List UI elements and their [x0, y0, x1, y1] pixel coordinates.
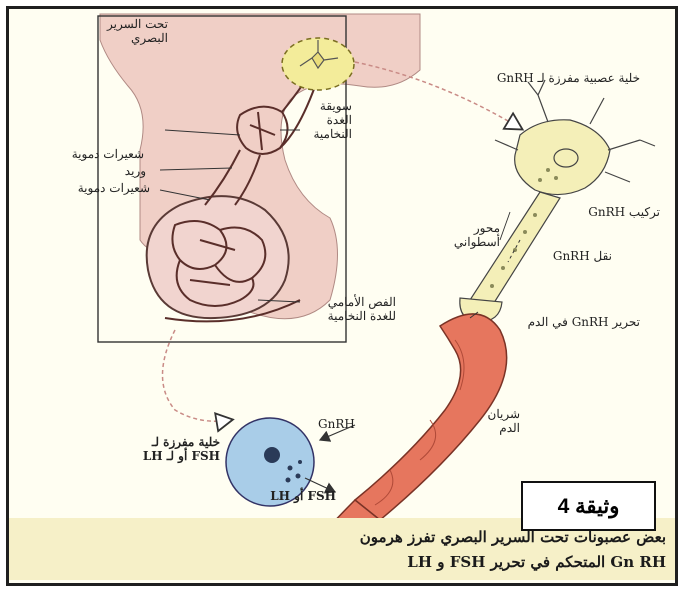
label-gnrh-transport: نقل GnRH — [512, 250, 612, 264]
label-neurosecretory-cell: خلية عصبية مفرزة لـ GnRH — [440, 72, 640, 86]
label-gnrh-release: تحرير GnRH في الدم — [480, 316, 640, 330]
caption-line-2: Gn RH المتحكم في تحرير FSH و LH — [407, 553, 666, 571]
label-gnrh-arrow: GnRH — [318, 418, 368, 432]
label-anterior-pituitary: الفص الأمامي للغدة النخامية — [296, 296, 396, 324]
label-blood-vessel: شريان الدم — [460, 408, 520, 436]
label-axon: محور أسطواني — [430, 222, 500, 250]
neuron-cell-body — [515, 120, 610, 195]
pituitary-cell-nucleus — [264, 447, 280, 463]
pituitary-to-cell-arrow — [163, 330, 231, 421]
label-vein: وريد — [96, 165, 146, 179]
label-gnrh-synthesis: تركيب GnRH — [560, 206, 660, 220]
label-pituitary-stalk: سويقة الغدة النخامية — [300, 100, 352, 141]
document-label: وثيقة 4 — [521, 481, 656, 531]
label-pituitary-cell: خلية مفرزة لـ FSH أو لـ LH — [100, 436, 220, 464]
label-fsh-lh: FSH أو LH — [246, 490, 336, 504]
anterior-lobe — [147, 196, 289, 318]
label-capillaries-2: شعيرات دموية — [40, 182, 150, 196]
label-capillaries-1: شعيرات دموية — [44, 148, 144, 162]
label-hypothalamus: تحت السرير البصري — [104, 18, 168, 46]
